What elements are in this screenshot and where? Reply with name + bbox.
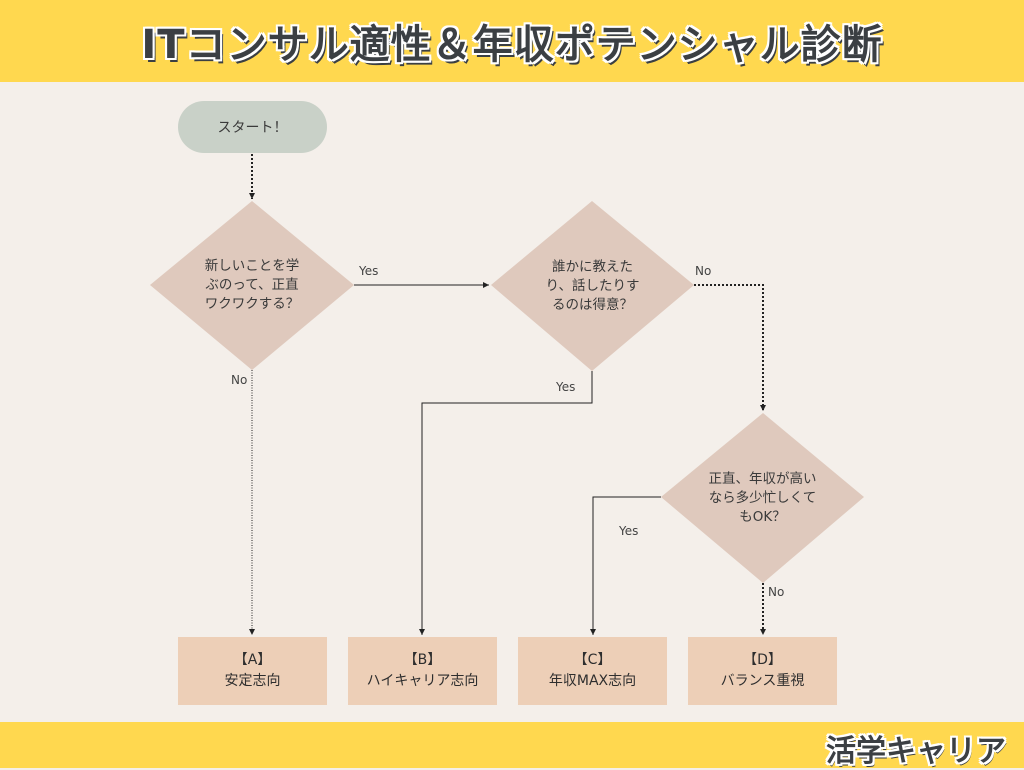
page-title: ITコンサル適性＆年収ポテンシャル診断 — [141, 22, 883, 68]
result-c-name: 年収MAX志向 — [548, 673, 637, 689]
edge-label-q3-yes: Yes — [619, 524, 639, 538]
question-3-shape — [661, 413, 864, 583]
result-b-box: 【B】 ハイキャリア志向 — [348, 637, 497, 705]
edge-label-q1-no: No — [231, 373, 248, 387]
result-a-name: 安定志向 — [224, 673, 281, 689]
question-3-text: 正直、年収が高い なら多少忙しくて もOK？ — [708, 470, 817, 525]
question-1-text: 新しいことを学 ぶのって、正直 ワクワクする？ — [204, 258, 300, 312]
result-d-name: バランス重視 — [720, 673, 805, 689]
start-node: スタート！ — [178, 101, 327, 153]
start-label: スタート！ — [217, 120, 288, 136]
result-b-letter: 【B】 — [403, 652, 442, 668]
result-c-letter: 【C】 — [573, 652, 612, 668]
connector-q3-yes — [590, 496, 661, 635]
question-2-text: 誰かに教えた り、話したりす るのは得意？ — [545, 258, 640, 313]
header-bar: ITコンサル適性＆年収ポテンシャル診断 — [0, 0, 1024, 82]
brand-name: 活学キャリア — [826, 734, 1006, 769]
result-d-letter: 【D】 — [743, 652, 782, 668]
question-1-node: 新しいことを学 ぶのって、正直 ワクワクする？ — [150, 201, 354, 370]
result-d-box: 【D】 バランス重視 — [688, 637, 837, 705]
result-b-name: ハイキャリア志向 — [366, 673, 479, 689]
footer-bar: 活学キャリア — [0, 722, 1024, 769]
question-3-node: 正直、年収が高い なら多少忙しくて もOK？ — [661, 413, 864, 583]
edge-label-q3-no: No — [768, 585, 785, 599]
connector-q2-yes — [419, 371, 593, 635]
result-a-letter: 【A】 — [233, 652, 272, 668]
question-2-shape — [491, 201, 694, 371]
edge-label-q1-yes: Yes — [359, 264, 379, 278]
connector-q2-no — [694, 284, 766, 411]
edge-label-q2-no: No — [695, 264, 712, 278]
result-c-box: 【C】 年収MAX志向 — [518, 637, 667, 705]
question-2-node: 誰かに教えた り、話したりす るのは得意？ — [491, 201, 694, 371]
edge-label-q2-yes: Yes — [556, 380, 576, 394]
result-a-box: 【A】 安定志向 — [178, 637, 327, 705]
question-1-shape — [150, 201, 354, 370]
